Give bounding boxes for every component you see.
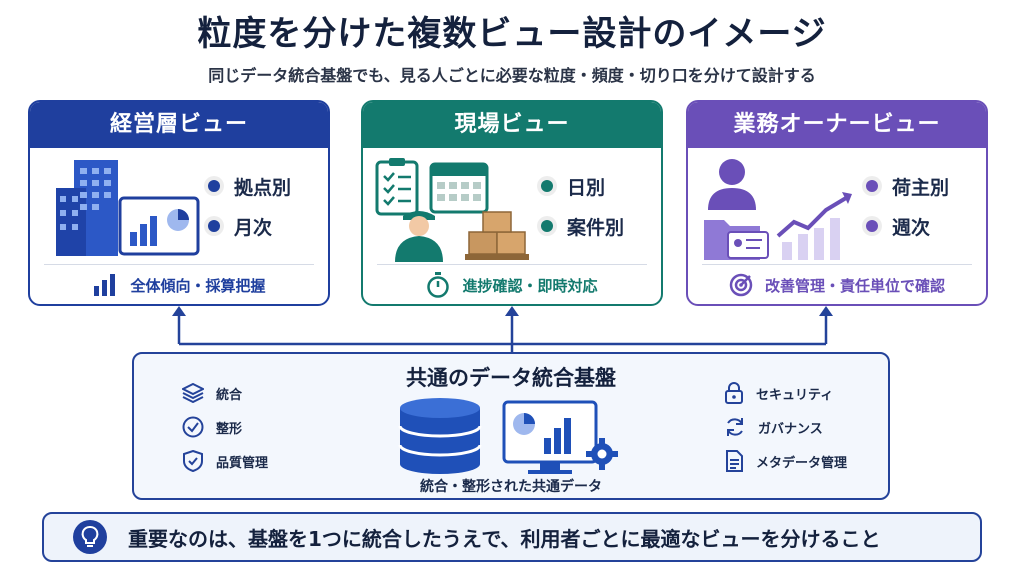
platform-feature-item: セキュリティ [724, 376, 847, 410]
executive-view-footer: 全体傾向・採算把握 [44, 264, 314, 304]
owner-view-footer: 改善管理・責任単位で確認 [702, 264, 972, 304]
platform-feature-item: 整形 [182, 410, 268, 444]
layers-icon [182, 383, 204, 403]
check-circle-icon [182, 416, 204, 438]
stopwatch-icon [427, 272, 450, 298]
field-view-card: 現場ビュー 日別 案件別 進捗確認・即時対応 [361, 100, 663, 306]
key-message-banner: 重要なのは、基盤を1つに統合したうえで、利用者ごとに最適なビューを分けること [42, 512, 982, 562]
worker-clipboard-calendar-icon [375, 158, 529, 262]
building-dashboard-icon [56, 160, 200, 256]
platform-title: 共通のデータ統合基盤 [406, 366, 616, 390]
view-tag: 案件別 [541, 206, 661, 246]
common-data-platform: 共通のデータ統合基盤 統合 整形 品質管理 [132, 352, 890, 500]
page-title: 粒度を分けた複数ビュー設計のイメージ [197, 14, 827, 54]
platform-feature-item: 品質管理 [182, 444, 268, 478]
platform-feature-item: ガバナンス [724, 410, 847, 444]
page-subtitle: 同じデータ統合基盤でも、見る人ごとに必要な粒度・頻度・切り口を分けて設計する [208, 66, 816, 85]
executive-view-card: 経営層ビュー 拠点別 月次 全体傾向・採算把握 [28, 100, 330, 306]
lightbulb-icon [73, 520, 107, 554]
lock-icon [725, 382, 743, 404]
key-message-text: 重要なのは、基盤を1つに統合したうえで、利用者ごとに最適なビューを分けること [128, 526, 881, 551]
database-dashboard-icon [398, 398, 618, 474]
shield-check-icon [183, 450, 203, 472]
document-icon [726, 450, 743, 472]
owner-view-title: 業務オーナービュー [688, 102, 986, 148]
refresh-icon [727, 418, 743, 436]
view-tag: 荷主別 [866, 166, 986, 206]
field-view-footer: 進捗確認・即時対応 [377, 264, 647, 304]
view-tag: 拠点別 [208, 166, 328, 206]
owner-folder-trend-icon [704, 159, 852, 260]
platform-feature-item: 統合 [182, 376, 268, 410]
field-view-title: 現場ビュー [363, 102, 661, 148]
owner-view-card: 業務オーナービュー 荷主別 週次 改善管理・責任単位で確認 [686, 100, 988, 306]
view-tag: 月次 [208, 206, 328, 246]
bar-chart-icon [94, 274, 116, 296]
connector-arrows [172, 306, 833, 354]
view-tag: 週次 [866, 206, 986, 246]
view-tag: 日別 [541, 166, 661, 206]
target-icon [729, 273, 753, 297]
platform-caption: 統合・整形された共通データ [420, 479, 602, 495]
executive-view-title: 経営層ビュー [30, 102, 328, 148]
platform-feature-item: メタデータ管理 [724, 444, 847, 478]
